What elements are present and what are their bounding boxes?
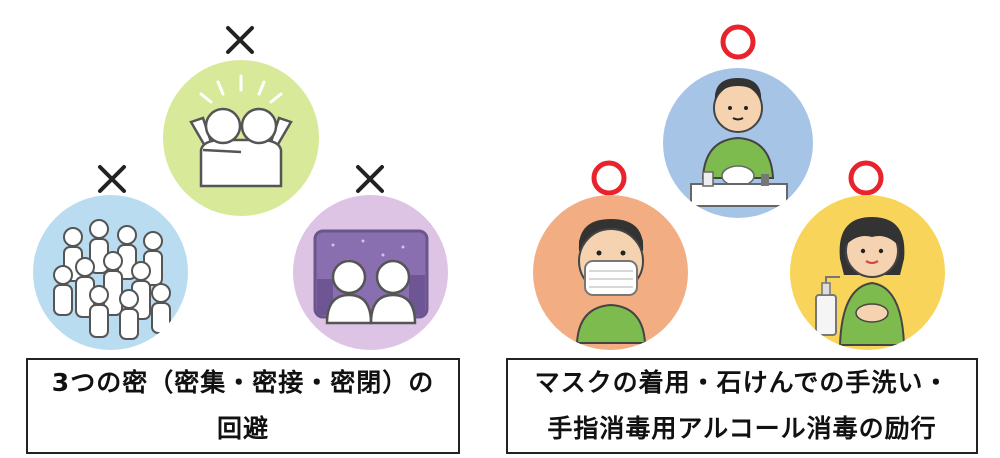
right-caption: マスクの着用・石けんでの手洗い・ 手指消毒用アルコール消毒の励行 — [506, 358, 978, 454]
closed-space-illustration — [293, 195, 448, 350]
left-caption-line2: 回避 — [216, 414, 269, 443]
right-caption-line2: 手指消毒用アルコール消毒の励行 — [547, 414, 937, 443]
circle-ok-icon — [720, 24, 756, 60]
close-contact-illustration — [163, 60, 319, 216]
hand-sanitizer-illustration — [790, 195, 945, 350]
circle-ok-icon — [848, 160, 884, 196]
left-caption: 3つの密（密集・密接・密閉）の 回避 — [26, 358, 460, 454]
handwashing-illustration — [663, 68, 813, 218]
crowd-illustration — [33, 195, 188, 350]
cross-icon — [226, 26, 254, 54]
cross-icon — [98, 165, 126, 193]
right-caption-line1: マスクの着用・石けんでの手洗い・ — [534, 368, 950, 397]
left-caption-line1: 3つの密（密集・密接・密閉）の — [51, 368, 435, 397]
mask-wearing-illustration — [533, 195, 688, 350]
cross-icon — [356, 165, 384, 193]
circle-ok-icon — [591, 160, 627, 196]
